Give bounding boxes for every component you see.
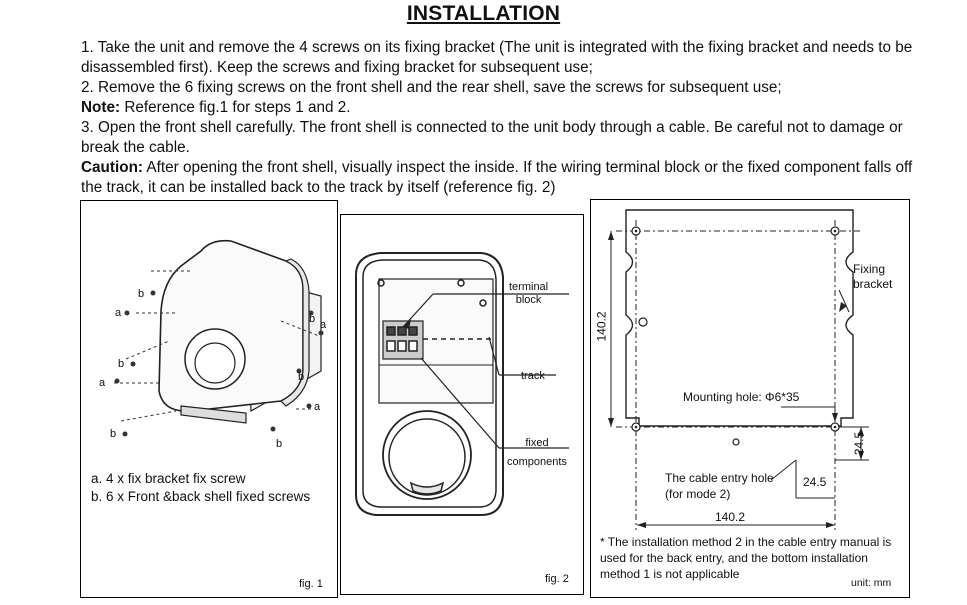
fig3-fixing-bracket-label: Fixing bracket	[853, 262, 893, 291]
fig1-screw-b-2: b	[118, 358, 125, 370]
fig1-screw-a-2: a	[99, 377, 106, 389]
fig3-cable-entry-label: The cable entry hole (for mode 2)	[665, 471, 774, 501]
fig3-dim-height: 140.2	[594, 311, 609, 342]
fig2-terminal-block-label: terminal block	[509, 281, 549, 306]
fig1-screw-a-1: a	[115, 307, 122, 319]
fig3-dim-horizontal-small: 24.5	[803, 475, 827, 489]
caution-text: After opening the front shell, visually …	[81, 159, 913, 196]
fig3-drawing	[608, 209, 869, 530]
fig1-screw-a-3: a	[320, 319, 327, 331]
fig1-screw-b-3: b	[110, 428, 117, 440]
fig3-footnote: * The installation method 2 in the cable…	[600, 535, 892, 581]
note-label: Note:	[81, 99, 121, 116]
fig2-drawing	[355, 252, 569, 516]
fig1-screw-b-6: b	[276, 438, 283, 450]
fig2-track-label: track	[521, 370, 545, 382]
caution: Caution: After opening the front shell, …	[81, 158, 921, 198]
fig3-dim-width: 140.2	[715, 510, 746, 524]
fig1-legend-a: a. 4 x fix bracket fix screw	[91, 471, 246, 486]
fig1-caption: fig. 1	[299, 578, 323, 590]
fig1-screw-b-5: b	[298, 371, 305, 383]
figure-1: b a b a b b a b a b a. 4 x fix bracket f…	[80, 200, 338, 598]
fig2-caption: fig. 2	[545, 573, 569, 585]
figure-3: Fixing bracket Mounting hole: Φ6*35 140.…	[590, 199, 910, 598]
fig1-screw-b-1: b	[138, 288, 145, 300]
step-3: 3. Open the front shell carefully. The f…	[81, 119, 903, 156]
fig3-unit-label: unit: mm	[851, 577, 892, 589]
fig1-screw-b-4: b	[309, 313, 316, 325]
fig3-dim-vertical-small: 24.5	[852, 431, 867, 456]
page-title: INSTALLATION	[406, 2, 561, 25]
note: Note: Reference fig.1 for steps 1 and 2.	[81, 98, 921, 118]
fig1-legend-b: b. 6 x Front &back shell fixed screws	[91, 489, 311, 504]
step-1: 1. Take the unit and remove the 4 screws…	[81, 39, 913, 76]
figure-2: terminal block track fixed components fi…	[340, 214, 584, 595]
step-2: 2. Remove the 6 fixing screws on the fro…	[81, 79, 782, 96]
fig1-screw-a-4: a	[314, 401, 321, 413]
fig2-fixed-components-label: fixed components	[507, 437, 567, 468]
note-text: Reference fig.1 for steps 1 and 2.	[120, 99, 351, 116]
caution-label: Caution:	[81, 159, 144, 176]
fig1-drawing	[114, 239, 324, 437]
fig3-mounting-hole-label: Mounting hole: Φ6*35	[683, 390, 800, 404]
instructions: 1. Take the unit and remove the 4 screws…	[81, 38, 921, 198]
